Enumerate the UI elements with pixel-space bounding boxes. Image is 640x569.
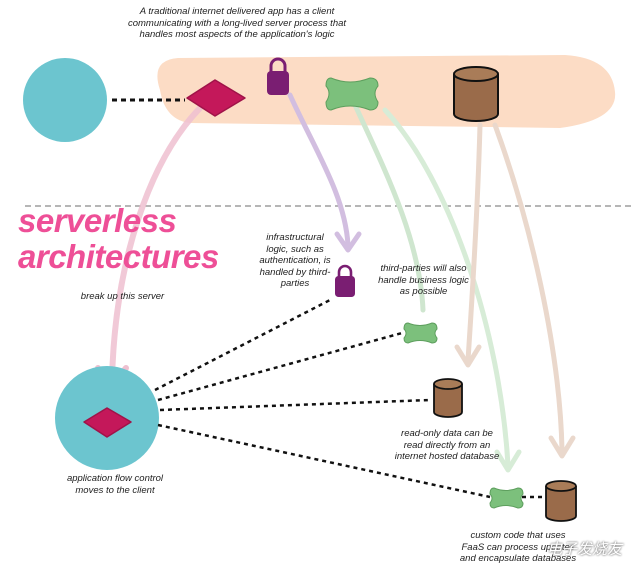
auth-lock-icon-top (267, 57, 289, 95)
flow-arrow-lock (287, 92, 351, 248)
database-icon-mid (433, 378, 463, 418)
top-caption: A traditional internet delivered app has… (127, 6, 347, 40)
faas-function-shape (489, 487, 524, 509)
flow-arrow-pink (109, 105, 203, 383)
infrastructure-note: infrastructural logic, such as authentic… (259, 232, 331, 289)
database-icon-top (453, 66, 499, 122)
flow-arrow-lock-head (334, 231, 362, 253)
third-party-note: third-parties will also handle business … (378, 263, 469, 297)
flow-control-diamond (83, 407, 132, 438)
readonly-note: read-only data can be read directly from… (394, 428, 500, 462)
flow-control-note: application flow control moves to the cl… (66, 473, 164, 496)
flow-arrow-business-2 (382, 107, 511, 468)
custom-code-note: custom code that uses FaaS can process u… (459, 530, 577, 564)
flow-arrow-db-1-head (454, 344, 482, 368)
business-logic-shape-mid (403, 322, 438, 344)
database-icon-faas (545, 480, 577, 522)
break-up-note: break up this server (80, 291, 165, 302)
connector-to-lock (154, 298, 331, 392)
flow-arrow-db-2-head (548, 435, 576, 459)
flow-arrow-business-1 (352, 102, 426, 313)
connector-to-database (159, 398, 431, 412)
diagram-title: serverless architectures (18, 202, 219, 275)
flow-arrow-db-1 (465, 122, 483, 363)
connector-to-business (157, 331, 403, 402)
watermark: 电子发烧友 (546, 540, 622, 558)
flow-arrow-business-2-head (494, 449, 522, 473)
auth-lock-icon-bottom (335, 264, 355, 297)
connector-to-faas (157, 423, 491, 499)
server-logic-diamond (186, 79, 246, 117)
flow-arrow-db-2 (492, 122, 565, 453)
business-logic-shape-top (325, 77, 379, 111)
client-circle-top (23, 58, 107, 142)
